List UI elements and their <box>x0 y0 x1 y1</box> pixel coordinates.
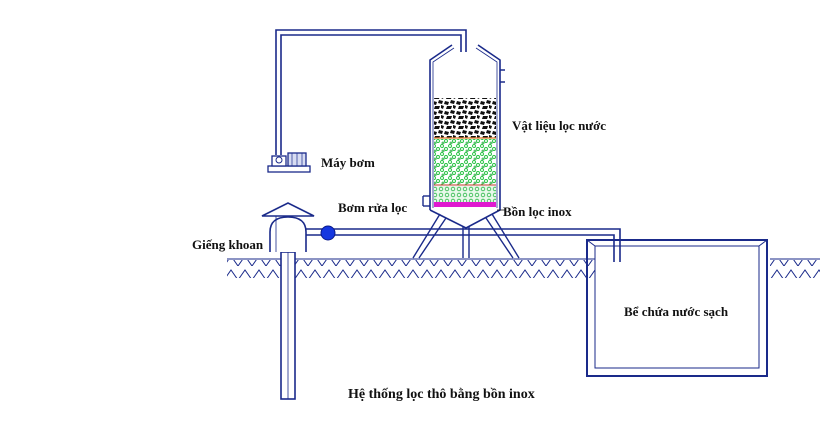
backwash-inlet <box>422 195 430 207</box>
filter-material-label: Vật liệu lọc nước <box>512 118 606 133</box>
pump-pipe <box>275 29 467 155</box>
backwash-pump-label: Bơm rửa lọc <box>338 200 407 215</box>
well-casing <box>280 251 296 400</box>
valve-dot-icon <box>320 225 336 241</box>
pump-label: Máy bơm <box>321 155 375 170</box>
sand-layer <box>434 139 496 185</box>
gravel-layer <box>434 98 496 138</box>
pump-icon <box>267 152 311 173</box>
clean-water-tank <box>586 239 768 377</box>
well-cap-icon <box>261 202 315 252</box>
diagram-title: Hệ thống lọc thô bằng bồn inox <box>348 387 535 402</box>
well-label: Giếng khoan <box>192 237 264 252</box>
fine-layer <box>434 186 496 202</box>
tank-legs <box>412 213 520 259</box>
ground-right <box>770 258 820 278</box>
clean-tank-label: Bể chứa nước sạch <box>624 304 729 319</box>
inox-membrane <box>434 202 496 207</box>
filter-tank-label: Bồn lọc inox <box>503 204 572 219</box>
